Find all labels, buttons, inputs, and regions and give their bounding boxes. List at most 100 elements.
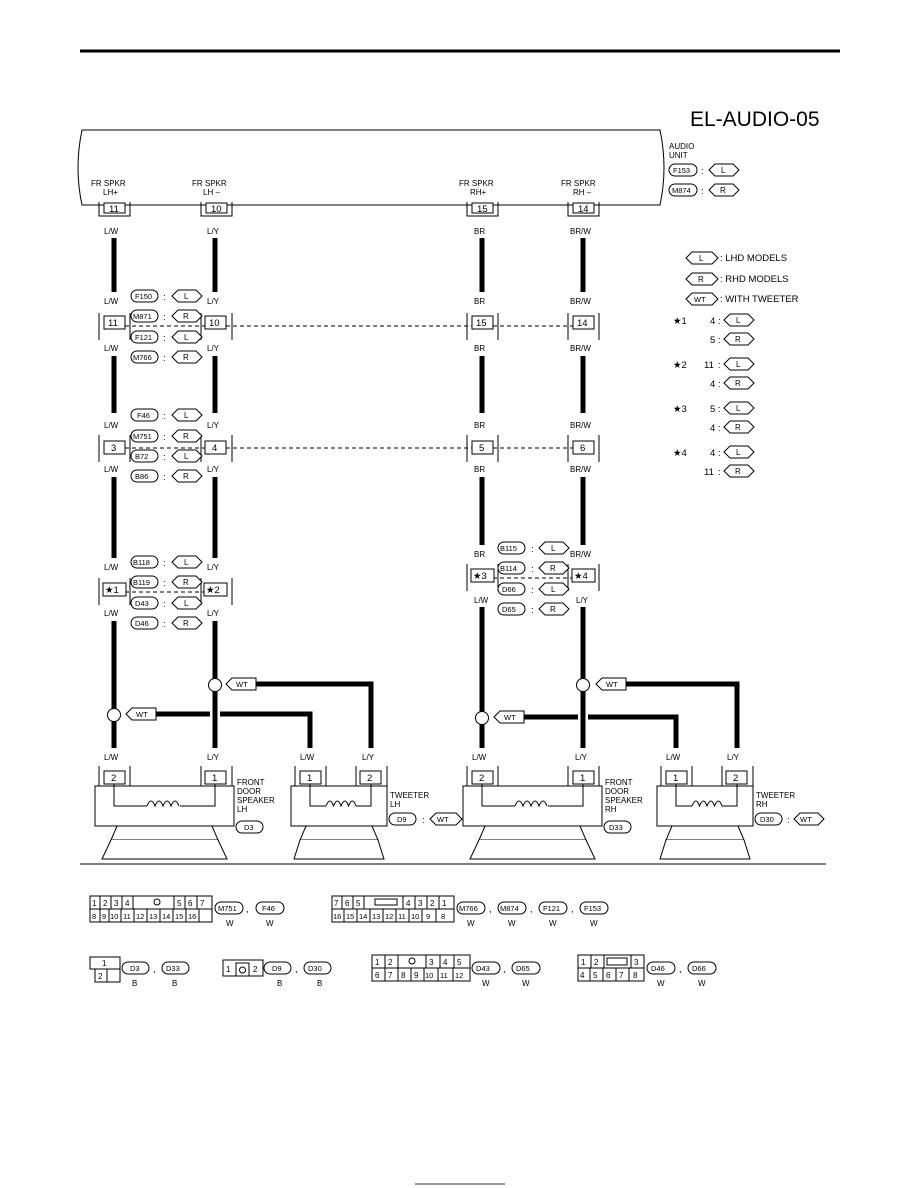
svg-text:2: 2	[594, 958, 599, 967]
svg-text:D33: D33	[609, 823, 623, 832]
legend: L : LHD MODELS R : RHD MODELS WT : WITH …	[685, 251, 799, 306]
svg-text:D30: D30	[760, 815, 774, 824]
svg-text:★4: ★4	[574, 571, 588, 582]
legend-rhd: R : RHD MODELS	[685, 272, 789, 286]
svg-text::: :	[163, 452, 166, 463]
svg-text:1: 1	[212, 773, 217, 784]
svg-text::: :	[163, 312, 166, 323]
svg-text:BR: BR	[474, 421, 485, 430]
svg-text:L/Y: L/Y	[207, 297, 220, 306]
svg-text:B86: B86	[135, 472, 148, 481]
svg-text:L: L	[184, 599, 189, 608]
svg-text:4: 4	[710, 316, 715, 327]
svg-text::: :	[163, 558, 166, 569]
audio-unit-pin-14: 14	[567, 202, 600, 217]
svg-text:RH: RH	[756, 800, 768, 809]
svg-text:WT: WT	[694, 295, 706, 304]
audio-unit: AUDIO UNIT F153 : L M874 : R	[77, 129, 740, 206]
svg-text:5: 5	[710, 404, 715, 415]
svg-text:11: 11	[440, 971, 448, 980]
svg-text::: :	[718, 404, 721, 415]
svg-text:L/Y: L/Y	[207, 344, 220, 353]
audio-unit-conn-lhd-id: F153	[673, 166, 690, 175]
svg-text:11: 11	[398, 912, 406, 921]
svg-text:W: W	[590, 919, 598, 928]
star-note-1: ★1 4 : L 5 : R	[673, 313, 755, 346]
splice-lh-plus: WT	[107, 707, 157, 722]
tag-wt: WT	[236, 680, 248, 689]
svg-text:11: 11	[123, 912, 131, 921]
junction-3-left: ★1 ★2	[98, 578, 233, 605]
svg-text:W: W	[482, 979, 490, 988]
svg-text:15: 15	[346, 912, 354, 921]
svg-text:★2: ★2	[673, 360, 687, 371]
svg-text:R: R	[735, 467, 741, 476]
svg-text:D33: D33	[166, 964, 180, 973]
svg-text:B: B	[132, 979, 137, 988]
svg-text:3: 3	[114, 899, 119, 908]
svg-text:W: W	[657, 979, 665, 988]
connector-view-2pin-b: 1 2 D9 , D30 B B	[222, 959, 332, 988]
svg-text:B72: B72	[135, 452, 148, 461]
terminal-label-rh-plus-2: RH+	[470, 188, 487, 197]
svg-text:6: 6	[580, 443, 585, 454]
svg-text:L/W: L/W	[104, 563, 119, 572]
svg-text:L/W: L/W	[104, 344, 119, 353]
svg-text::: :	[163, 292, 166, 303]
svg-text:9: 9	[426, 912, 430, 921]
svg-text:W: W	[266, 919, 274, 928]
svg-text:BR: BR	[474, 465, 485, 474]
svg-text:L/Y: L/Y	[207, 465, 220, 474]
splice-lh-minus: WT	[208, 677, 257, 692]
svg-text:B118: B118	[133, 558, 150, 567]
tag-l: L	[721, 166, 726, 175]
svg-text:2: 2	[733, 773, 738, 784]
svg-text:L/Y: L/Y	[362, 753, 375, 762]
svg-text:BR: BR	[474, 227, 485, 236]
svg-text:L/W: L/W	[104, 227, 119, 236]
tag-wt: WT	[606, 680, 618, 689]
svg-text:R: R	[183, 312, 189, 321]
svg-text:LH: LH	[390, 800, 400, 809]
svg-text:1: 1	[673, 773, 678, 784]
svg-text:★4: ★4	[673, 448, 687, 459]
svg-text:D66: D66	[692, 964, 706, 973]
svg-text:6: 6	[188, 899, 193, 908]
svg-text:4: 4	[406, 899, 411, 908]
svg-text:R: R	[183, 578, 189, 587]
svg-text:M766: M766	[459, 904, 478, 913]
svg-text:8: 8	[441, 912, 445, 921]
svg-text:1: 1	[307, 773, 312, 784]
svg-text:15: 15	[476, 318, 487, 329]
svg-text:,: ,	[503, 964, 506, 975]
svg-text:F150: F150	[135, 292, 152, 301]
svg-text:4: 4	[710, 423, 715, 434]
tag-r: R	[720, 186, 726, 195]
svg-text:R: R	[183, 432, 189, 441]
svg-text:BR/W: BR/W	[570, 465, 591, 474]
svg-text:,: ,	[679, 964, 682, 975]
audio-unit-label-1: AUDIO	[669, 142, 694, 151]
front-door-speaker-rh: 2 1 FRONT DOOR SPEAKER RH D33	[462, 766, 643, 860]
svg-text:13: 13	[149, 912, 157, 921]
terminal-label-rh-plus-1: FR SPKR	[459, 179, 494, 188]
svg-text:5: 5	[479, 443, 484, 454]
svg-text:1: 1	[581, 958, 586, 967]
svg-text:15: 15	[175, 912, 183, 921]
svg-text:BR/W: BR/W	[570, 421, 591, 430]
svg-text:RH: RH	[605, 805, 617, 814]
svg-text:★1: ★1	[673, 316, 687, 327]
svg-text:TWEETER: TWEETER	[756, 791, 795, 800]
svg-text:M751: M751	[133, 432, 152, 441]
svg-text:R: R	[183, 619, 189, 628]
svg-text:11: 11	[109, 204, 119, 215]
junction-3-left-connectors: B118 : L B119 : R D43 : L D46 : R	[130, 555, 203, 630]
svg-text:F121: F121	[135, 333, 152, 342]
svg-text:7: 7	[619, 971, 624, 980]
svg-text:W: W	[226, 919, 234, 928]
svg-text:L/W: L/W	[104, 609, 119, 618]
svg-text:10: 10	[425, 971, 433, 980]
svg-text:6: 6	[606, 971, 611, 980]
svg-text::: :	[163, 333, 166, 344]
